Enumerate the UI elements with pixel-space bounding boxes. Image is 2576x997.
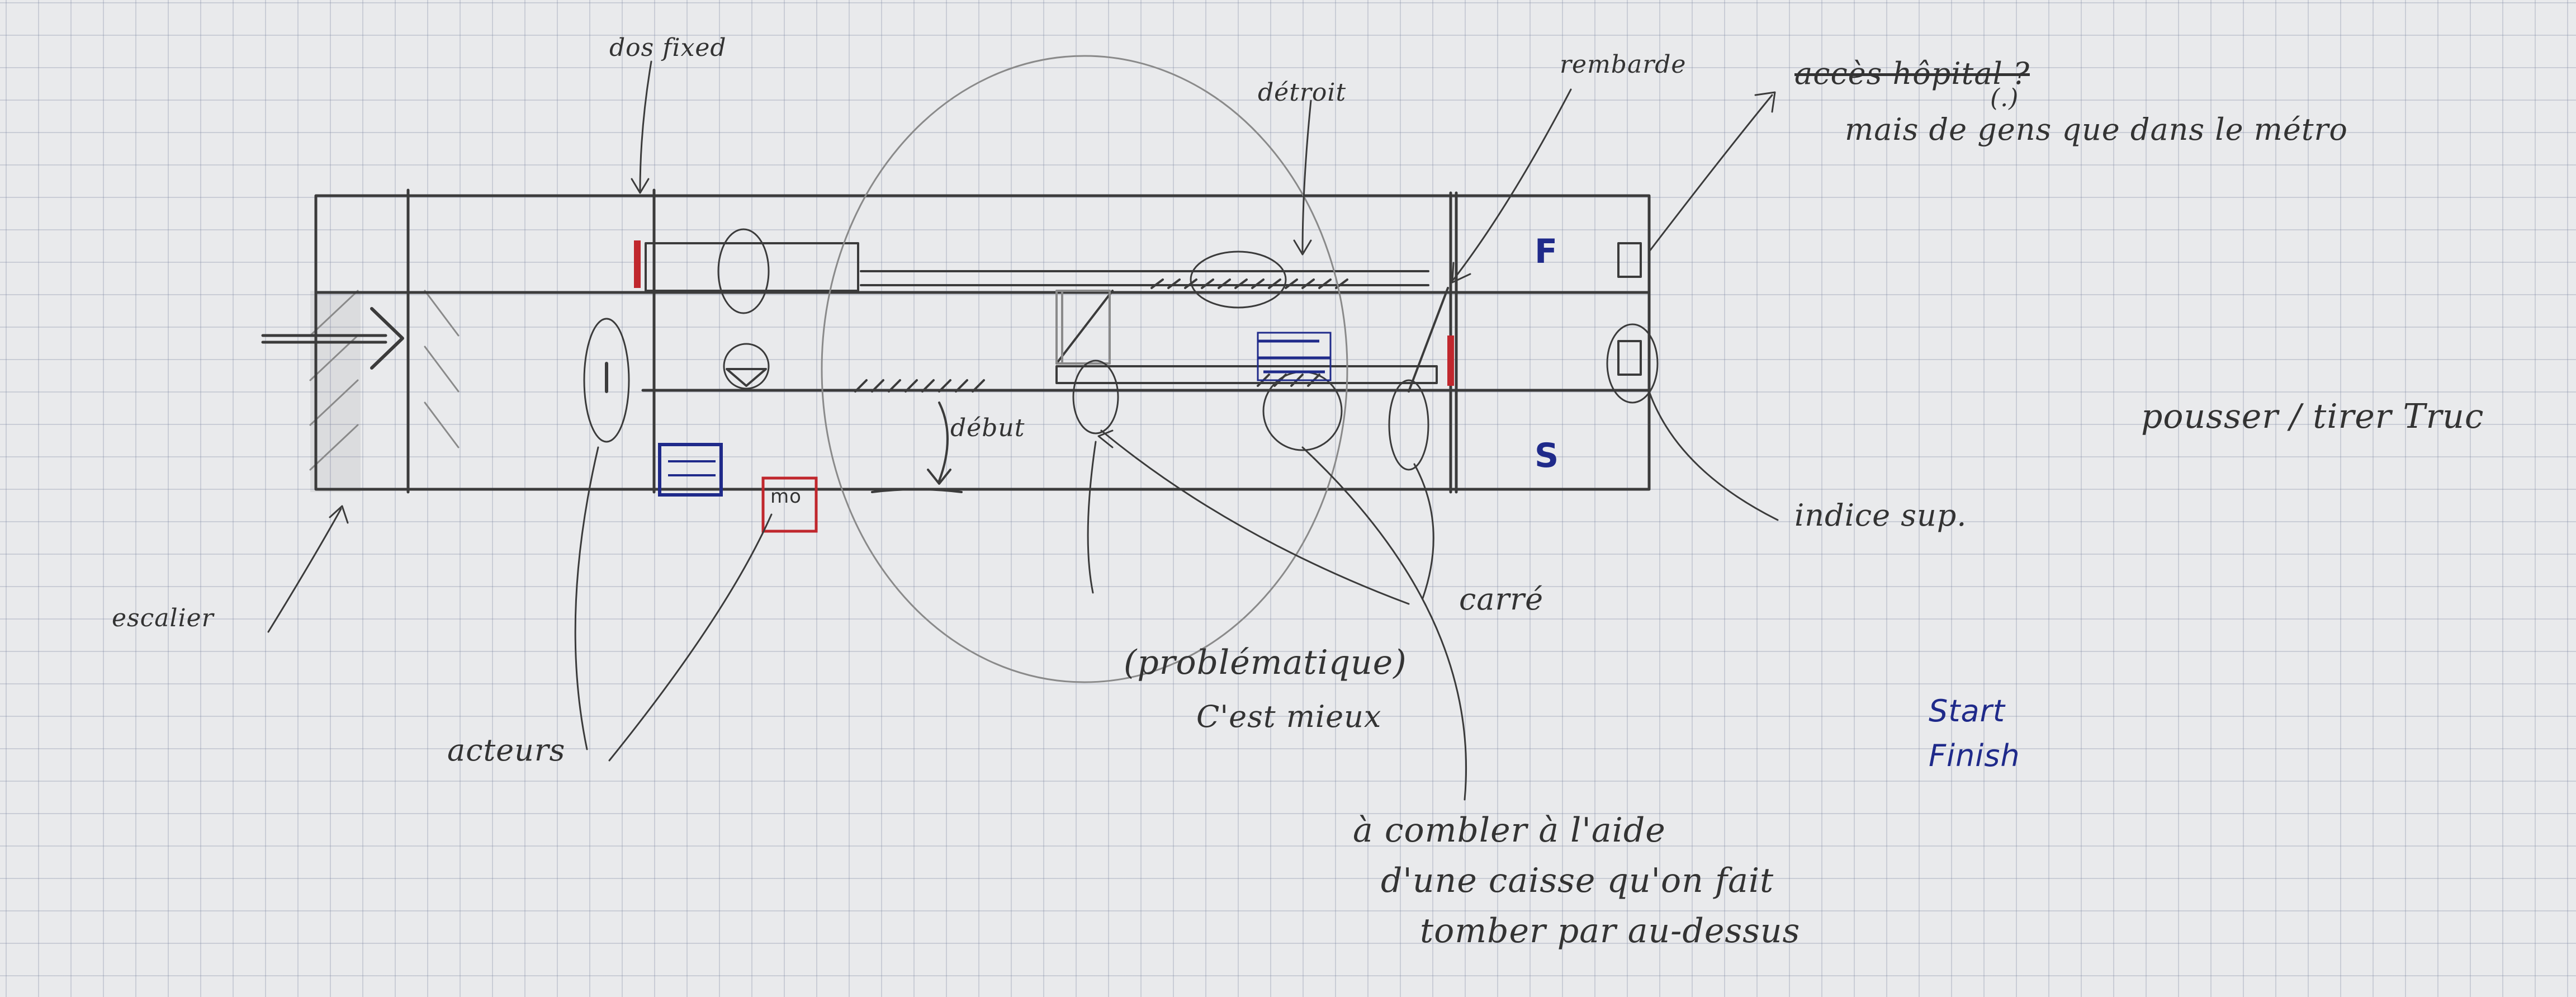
label-carre: carré [1459,582,1543,617]
label-caisse: d'une caisse qu'on fait [1381,861,1774,900]
label-question: (.) [1990,84,2019,112]
label-cest-mieux: C'est mieux [1196,699,1381,734]
label-rembarde: rembarde [1560,50,1686,79]
label-a-combler: à combler à l'aide [1353,811,1666,850]
upper-bar [646,243,1428,291]
label-dos-fixed: dos fixed [609,34,727,62]
debut-line [872,403,962,492]
label-debut: début [950,414,1025,442]
label-pousser-tirer: pousser / tirer Truc [2141,397,2484,436]
label-escalier: escalier [112,604,214,632]
label-start: Start [1929,693,2005,729]
detroit-hatch [1152,280,1347,288]
label-finish: Finish [1929,738,2020,773]
detroit-circle [822,56,1347,682]
middle-platform [1057,288,1448,391]
label-tomber: tomber par au-dessus [1420,911,1800,951]
marker-start: S [1535,436,1559,475]
label-indice-sup: indice sup. [1794,498,1967,533]
label-acteurs: acteurs [447,733,565,768]
label-mais-de-gens: mais de gens que dans le métro [1845,112,2348,147]
box-label: mo [770,485,802,508]
label-detroit: détroit [1258,78,1346,107]
label-problematique: (problématique) [1124,643,1407,682]
marker-finish: F [1535,232,1558,271]
detail-circles [584,229,1658,470]
